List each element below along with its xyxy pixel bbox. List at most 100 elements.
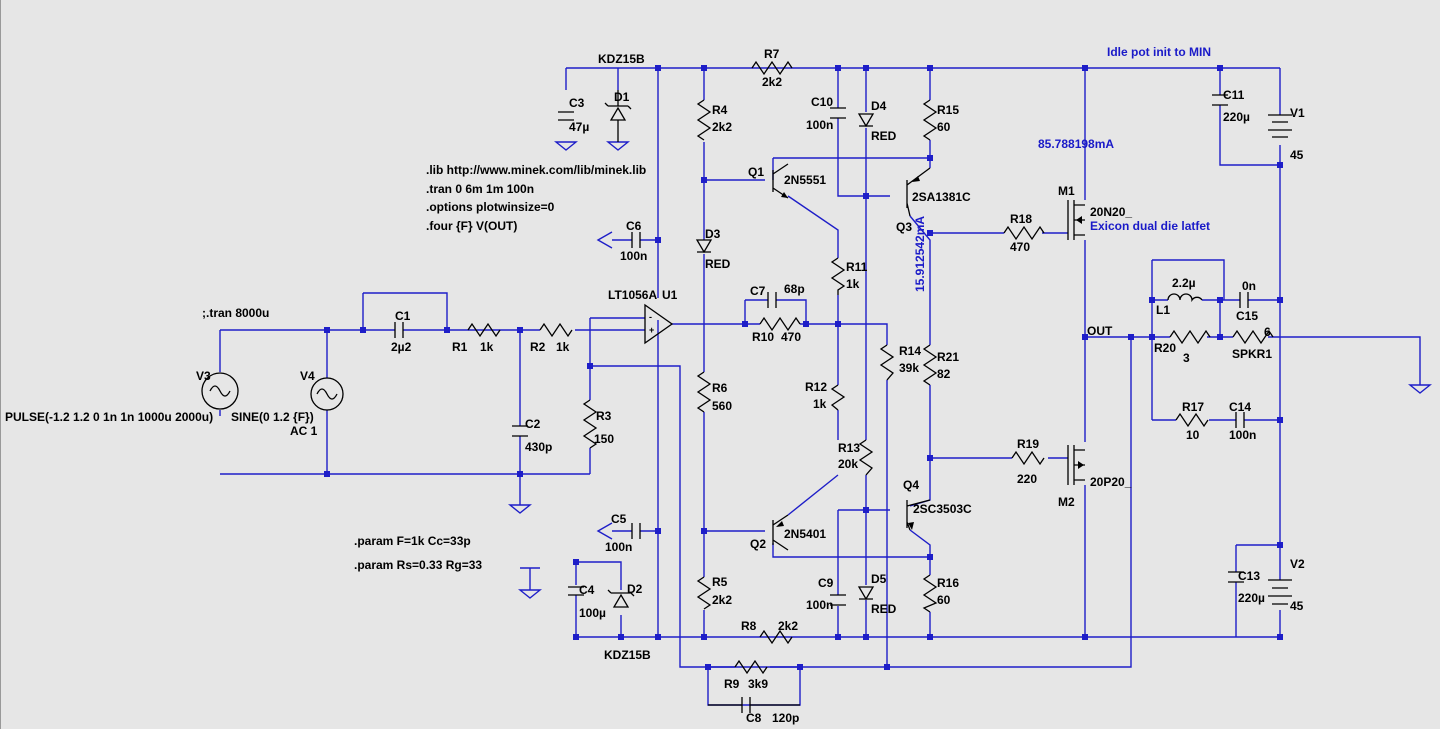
resistor-R3[interactable] — [582, 399, 598, 449]
resistor-R4[interactable] — [696, 99, 712, 141]
label-M1-name: M1 — [1058, 184, 1075, 198]
inductor-L1[interactable] — [1167, 293, 1203, 303]
resistor-R21[interactable] — [922, 344, 938, 386]
label-R8-name: R8 — [741, 619, 757, 633]
capacitor-C2[interactable] — [512, 425, 528, 437]
label-C9-name: C9 — [818, 576, 834, 590]
label-C4-value: 100µ — [579, 606, 606, 620]
label-C15-value: 0n — [1242, 279, 1256, 293]
label-R4-name: R4 — [712, 103, 728, 117]
resistor-R7[interactable] — [751, 60, 793, 76]
label-C9-value: 100n — [806, 598, 833, 612]
capacitor-C1[interactable] — [394, 322, 404, 338]
resistor-R12[interactable] — [830, 384, 846, 411]
label-R17-name: R17 — [1182, 400, 1204, 414]
label-D4-name: D4 — [871, 99, 887, 113]
label-C13-value: 220µ — [1238, 591, 1265, 605]
capacitor-C15[interactable] — [1239, 292, 1249, 308]
capacitor-C9[interactable] — [830, 594, 846, 606]
label-R20-name: R20 — [1154, 341, 1176, 355]
label-R2-value: 1k — [556, 340, 570, 354]
label-R1-name: R1 — [452, 340, 468, 354]
led-D3[interactable] — [695, 239, 713, 254]
label-C6-value: 100n — [620, 249, 647, 263]
capacitor-C6[interactable] — [631, 232, 641, 248]
label-Q4-value: 2SC3503C — [913, 502, 972, 516]
label-V4-name: V4 — [300, 369, 315, 383]
resistor-R10[interactable] — [759, 316, 801, 332]
label-D3-value: RED — [705, 257, 731, 271]
resistor-R6[interactable] — [696, 371, 712, 413]
label-D1-value: KDZ15B — [598, 52, 645, 66]
label-R7-name: R7 — [764, 47, 780, 61]
label-SPKR1-name: SPKR1 — [1232, 347, 1272, 361]
led-D4[interactable] — [857, 113, 875, 128]
capacitor-C3[interactable] — [558, 111, 574, 121]
junctions — [324, 65, 1283, 670]
transistor-Q2[interactable] — [772, 514, 789, 551]
zener-D1[interactable] — [604, 90, 632, 142]
resistor-R18[interactable] — [1003, 225, 1045, 241]
resistor-R14[interactable] — [879, 344, 895, 381]
capacitor-C10[interactable] — [830, 107, 846, 119]
directive-options[interactable]: .options plotwinsize=0 — [426, 200, 555, 214]
resistor-R8[interactable] — [759, 629, 793, 645]
resistor-R1[interactable] — [467, 322, 501, 338]
capacitor-C4[interactable] — [568, 586, 584, 596]
label-C10-name: C10 — [811, 95, 833, 109]
directive-param2[interactable]: .param Rs=0.33 Rg=33 — [354, 558, 482, 572]
capacitor-C14[interactable] — [1235, 412, 1245, 428]
resistor-R9[interactable] — [734, 659, 768, 675]
capacitor-C13[interactable] — [1228, 571, 1244, 583]
mosfet-M2[interactable] — [1067, 445, 1085, 485]
led-D5[interactable] — [857, 586, 875, 601]
resistor-R17[interactable] — [1175, 412, 1209, 428]
label-D1-name: D1 — [614, 90, 630, 104]
battery-V2[interactable] — [1268, 579, 1292, 605]
resistor-R16[interactable] — [922, 574, 938, 613]
source-V4[interactable] — [310, 377, 344, 411]
directive-tran-comment[interactable]: ;.tran 8000u — [202, 306, 269, 320]
label-C14-name: C14 — [1229, 400, 1251, 414]
capacitor-C5[interactable] — [631, 523, 641, 539]
opamp-U1[interactable]: - + — [644, 303, 674, 345]
label-R9-name: R9 — [724, 677, 740, 691]
zener-D2[interactable] — [607, 589, 635, 608]
directive-param1[interactable]: .param F=1k Cc=33p — [354, 534, 471, 548]
annotation-current-q3: 15.912542mA — [913, 216, 927, 292]
resistor-R13[interactable] — [858, 439, 874, 476]
resistor-R20[interactable] — [1169, 329, 1211, 345]
resistor-R15[interactable] — [922, 99, 938, 141]
source-V3[interactable] — [201, 372, 239, 410]
transistor-Q3[interactable] — [906, 167, 931, 217]
directive-four[interactable]: .four {F} V(OUT) — [426, 219, 517, 233]
label-C1-value: 2µ2 — [391, 340, 412, 354]
resistor-R2[interactable] — [539, 322, 573, 338]
directive-lib[interactable]: .lib http://www.minek.com/lib/minek.lib — [426, 163, 646, 177]
capacitor-C8[interactable] — [708, 697, 800, 713]
capacitor-C7[interactable] — [767, 292, 777, 308]
label-C6-name: C6 — [626, 219, 642, 233]
label-C3-value: 47µ — [569, 120, 589, 134]
label-Q3-name: Q3 — [896, 220, 912, 234]
resistor-R5[interactable] — [696, 576, 712, 610]
label-R15-name: R15 — [937, 103, 959, 117]
resistor-R19[interactable] — [1011, 450, 1045, 466]
label-Q1-value: 2N5551 — [784, 173, 826, 187]
resistor-SPKR1[interactable] — [1232, 329, 1274, 345]
resistor-R11[interactable] — [830, 257, 846, 295]
mosfet-M1[interactable] — [1067, 200, 1085, 240]
directive-tran[interactable]: .tran 0 6m 1m 100n — [426, 182, 534, 196]
capacitor-C11[interactable] — [1212, 94, 1228, 106]
label-SPKR1-value: 6 — [1264, 325, 1271, 339]
transistor-Q1[interactable] — [772, 163, 789, 199]
label-C8-value: 120p — [772, 711, 799, 725]
label-R13-name: R13 — [838, 441, 860, 455]
battery-V1[interactable] — [1268, 114, 1292, 138]
transistor-Q4[interactable] — [906, 499, 931, 531]
label-R5-name: R5 — [712, 575, 728, 589]
label-C13-name: C13 — [1238, 569, 1260, 583]
label-D2-value: KDZ15B — [604, 648, 651, 662]
label-R2-name: R2 — [530, 340, 546, 354]
